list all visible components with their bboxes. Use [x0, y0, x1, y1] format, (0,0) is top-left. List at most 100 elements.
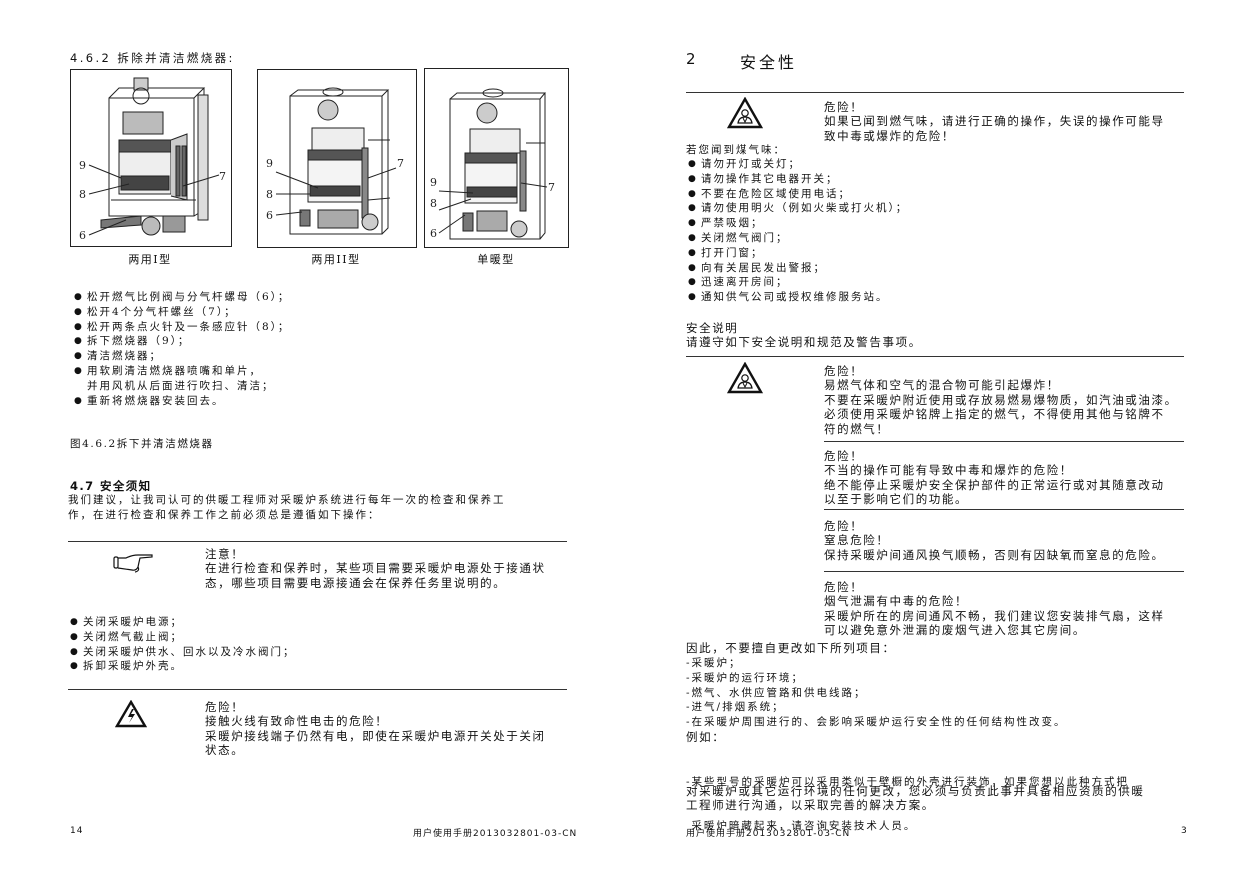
svg-text:6: 6 — [430, 227, 437, 240]
text-line: 态，哪些项目需要电源接通会在保养任务里说明的。 — [205, 575, 507, 590]
chapter-number: 2 — [686, 50, 696, 68]
no-modify-items: -采暖炉； -采暖炉的运行环境； -燃气、水供应管路和供电线路； -进气/排烟系… — [686, 656, 1067, 730]
left-page: 4.6.2 拆除并清洁燃烧器: — [0, 0, 626, 878]
example-text: -某些型号的采暖炉可以采用类似于壁橱的外壳进行装饰，如果您想以此种方式把 采暖炉… — [686, 745, 1129, 863]
document-id: 用户使用手册2013032801-03-CN — [686, 829, 851, 839]
svg-text:6: 6 — [266, 209, 273, 222]
burner-removal-steps: 松开燃气比例阀与分气杆螺母（6）； 松开4个分气杆螺丝（7）； 松开两条点火针及… — [74, 290, 290, 408]
divider — [824, 441, 1184, 442]
danger-title: 危险！ — [824, 519, 864, 533]
poison-warning-icon — [727, 362, 763, 394]
divider — [686, 356, 1184, 357]
text-line: 窒息危险！ — [824, 533, 890, 548]
safety-notes-intro: 请遵守如下安全说明和规范及警告事项。 — [686, 335, 922, 350]
list-item: 不要在危险区域使用电话； — [688, 187, 908, 202]
svg-text:8: 8 — [430, 197, 437, 210]
list-item: 迅速离开房间； — [688, 275, 908, 290]
notice-text: 注意！ 在进行检查和保养时，某些项目需要采暖炉电源处于接通状 态，哪些项目需要电… — [205, 547, 546, 590]
preparation-steps: 关闭采暖炉电源； 关闭燃气截止阀； 关闭采暖炉供水、回水以及冷水阀门； 拆卸采暖… — [70, 615, 296, 674]
text-line: 我们建议，让我司认可的供暖工程师对采暖炉系统进行每年一次的检查和保养工 — [68, 494, 506, 506]
list-item: 请勿开灯或关灯； — [688, 157, 908, 172]
divider — [68, 541, 567, 542]
text-line: 烟气泄漏有中毒的危险！ — [824, 594, 969, 609]
list-item: 向有关居民发出警报； — [688, 261, 908, 276]
text-line: 保持采暖炉间通风换气顺畅，否则有因缺氧而窒息的危险。 — [824, 547, 1165, 562]
svg-text:9: 9 — [79, 159, 86, 172]
text-line: 接触火线有致命性电击的危险！ — [205, 714, 389, 729]
svg-text:8: 8 — [79, 188, 86, 201]
list-item: -燃气、水供应管路和供电线路； — [686, 686, 867, 699]
gas-smell-steps: 请勿开灯或关灯； 请勿操作其它电器开关； 不要在危险区域使用电话； 请勿使用明火… — [688, 157, 908, 305]
danger-title: 危险！ — [205, 700, 245, 714]
figure-caption-single-heating: 单暖型 — [477, 253, 515, 266]
text-line: 不当的操作可能有导致中毒和爆炸的危险！ — [824, 463, 1073, 478]
list-item: -进气/排烟系统； — [686, 701, 785, 714]
boiler-figure-type-2: 9 8 6 7 — [257, 69, 417, 248]
figure-caption-type-1: 两用I型 — [128, 253, 172, 266]
text-line: 如果已闻到燃气味，请进行正确的操作，失误的操作可能导 — [824, 114, 1165, 129]
boiler-figure-type-1: 9 8 6 7 — [70, 69, 232, 247]
text-line: 必须使用采暖炉铭牌上指定的燃气，不得使用其他与铭牌不 — [824, 407, 1165, 422]
chapter-title: 安全性 — [740, 53, 798, 72]
safety-notes: 安全说明 请遵守如下安全说明和规范及警告事项。 — [686, 321, 922, 350]
no-modify-heading: 因此，不要擅自更改如下所列项目： — [686, 641, 896, 655]
text-line: 作，在进行检查和保养工作之前必须总是遵循如下操作： — [68, 508, 381, 521]
gas-danger-text: 危险！ 如果已闻到燃气味，请进行正确的操作，失误的操作可能导 致中毒或爆炸的危险… — [824, 100, 1165, 143]
svg-text:7: 7 — [548, 181, 555, 194]
list-item: 松开两条点火针及一条感应针（8）； — [74, 320, 290, 335]
list-item: -采暖炉的运行环境； — [686, 671, 805, 684]
list-item: 用软刷清洁燃烧器喷嘴和单片， — [74, 364, 290, 379]
boiler-diagram-icon: 9 8 6 7 — [266, 87, 404, 235]
svg-text:7: 7 — [397, 157, 404, 170]
danger-title: 危险！ — [824, 100, 864, 114]
list-item: -采暖炉； — [686, 657, 742, 669]
list-item: 拆卸采暖炉外壳。 — [70, 659, 296, 674]
flue-gas-danger-text: 危险！ 烟气泄漏有中毒的危险！ 采暖炉所在的房间通风不畅，我们建议您安装排气扇，… — [824, 580, 1165, 638]
svg-text:9: 9 — [266, 157, 273, 170]
electric-shock-warning-icon — [115, 700, 147, 728]
poison-warning-icon — [727, 97, 763, 129]
boiler-diagram-icon: 9 8 6 7 — [430, 88, 555, 240]
list-item: 松开燃气比例阀与分气杆螺母（6）； — [74, 290, 290, 305]
svg-text:6: 6 — [79, 229, 86, 242]
figure-caption-type-2: 两用II型 — [311, 253, 361, 266]
notice-title: 注意！ — [205, 547, 245, 561]
list-item: 请勿操作其它电器开关； — [688, 172, 908, 187]
suffocation-danger-text: 危险！ 窒息危险！ 保持采暖炉间通风换气顺畅，否则有因缺氧而窒息的危险。 — [824, 519, 1165, 562]
svg-text:9: 9 — [430, 176, 437, 189]
section-heading: 4.6.2 拆除并清洁燃烧器: — [70, 51, 235, 65]
safety-notes-heading: 安全说明 — [686, 321, 739, 335]
closing-text: 对采暖炉或其它运行环境的任何更改，您必须与负责此事并具备相应资质的供暖 工程师进… — [686, 784, 1145, 813]
list-item: -在采暖炉周围进行的、会影响采暖炉运行安全性的任何结构性改变。 — [686, 716, 1067, 729]
list-item: 松开4个分气杆螺丝（7）； — [74, 305, 290, 320]
text-line: 状态。 — [205, 743, 245, 758]
boiler-figure-single-heating: 9 8 6 7 — [424, 68, 569, 248]
list-item: 关闭采暖炉供水、回水以及冷水阀门； — [70, 645, 296, 660]
text-line: 易燃气体和空气的混合物可能引起爆炸！ — [824, 378, 1060, 393]
divider — [824, 571, 1184, 572]
divider — [824, 509, 1184, 510]
list-item: 关闭燃气阀门； — [688, 231, 908, 246]
boiler-diagram-icon: 9 8 6 7 — [79, 77, 226, 242]
list-item: 拆下燃烧器（9）； — [74, 334, 290, 349]
text-line: 在进行检查和保养时，某些项目需要采暖炉电源处于接通状 — [205, 561, 546, 576]
list-item: 关闭燃气截止阀； — [70, 630, 296, 645]
svg-text:8: 8 — [266, 188, 273, 201]
danger-title: 危险！ — [824, 364, 864, 378]
text-line: 以至于影响它们的功能。 — [824, 492, 969, 507]
list-item: 重新将燃烧器安装回去。 — [74, 394, 290, 409]
divider — [68, 689, 567, 690]
safety-heading: 4.7 安全须知 — [70, 479, 152, 493]
danger-title: 危险！ — [824, 580, 864, 594]
text-line: 采暖炉所在的房间通风不畅，我们建议您安装排气扇，这样 — [824, 608, 1165, 623]
text-line: 采暖炉接线端子仍然有电，即使在采暖炉电源开关处于关闭 — [205, 728, 546, 743]
text-line: 符的燃气！ — [824, 421, 890, 436]
page-number: 14 — [70, 826, 84, 836]
text-line: 不要在采暖炉附近使用或存放易燃易爆物质，如汽油或油漆。 — [824, 392, 1178, 407]
list-item: 严禁吸烟； — [688, 216, 908, 231]
explosion-danger-text: 危险！ 易燃气体和空气的混合物可能引起爆炸！ 不要在采暖炉附近使用或存放易燃易爆… — [824, 364, 1178, 436]
divider — [686, 92, 1184, 93]
page-number: 3 — [1181, 826, 1188, 836]
figure-caption: 图4.6.2拆下并清洁燃烧器 — [70, 438, 214, 450]
text-line: 采暖炉暗藏起来，请咨询安装技术人员。 — [686, 819, 917, 832]
